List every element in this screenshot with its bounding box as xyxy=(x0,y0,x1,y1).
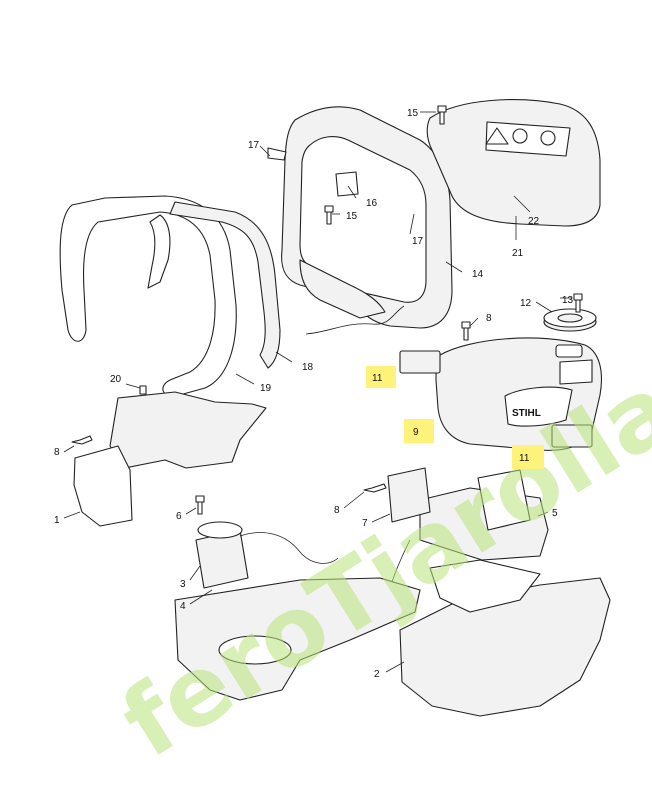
callout-13: 13 xyxy=(562,295,574,306)
callout-labels: 15 17 16 15 17 22 21 14 13 12 8 18 19 20… xyxy=(54,108,574,680)
stihl-decal: STIHL xyxy=(512,408,541,419)
left-support xyxy=(73,391,267,527)
callout-15: 15 xyxy=(346,211,358,222)
callout-1: 1 xyxy=(54,515,60,526)
callout-20: 20 xyxy=(110,374,122,385)
top-cover xyxy=(426,99,601,227)
callout-4: 4 xyxy=(180,601,186,612)
callout-2: 2 xyxy=(374,669,380,680)
front-handle xyxy=(59,195,281,397)
callout-16: 16 xyxy=(366,198,378,209)
motor-cover: STIHL xyxy=(435,337,603,451)
callout-18: 18 xyxy=(302,362,314,373)
callout-21: 21 xyxy=(512,248,524,259)
lower-housing xyxy=(399,559,611,717)
screws xyxy=(71,105,583,515)
callout-11: 11 xyxy=(372,373,383,384)
callout-14: 14 xyxy=(472,269,484,280)
pad-left xyxy=(399,350,441,374)
leader-lines xyxy=(63,111,572,673)
callout-5: 5 xyxy=(552,508,558,519)
callout-11-highlight xyxy=(366,366,396,388)
callout-6: 6 xyxy=(176,511,182,522)
callout-8: 8 xyxy=(334,505,340,516)
wiring xyxy=(239,305,411,583)
callout-8: 8 xyxy=(54,447,60,458)
gear-housing xyxy=(174,577,421,701)
callout-11: 11 xyxy=(519,453,530,464)
callout-3: 3 xyxy=(180,579,186,590)
circuit-board xyxy=(387,467,431,523)
rear-handle-frame xyxy=(281,106,453,329)
callout-9-highlight xyxy=(404,419,434,443)
callout-9: 9 xyxy=(413,427,419,438)
callout-17: 17 xyxy=(248,140,260,151)
callout-22: 22 xyxy=(528,216,540,227)
callout-15: 15 xyxy=(407,108,419,119)
callout-19: 19 xyxy=(260,383,272,394)
pad-right xyxy=(551,424,593,448)
callout-11-highlight xyxy=(512,445,544,469)
electronics-module xyxy=(419,469,549,561)
callout-7: 7 xyxy=(362,518,368,529)
callout-12: 12 xyxy=(520,298,532,309)
motor xyxy=(195,521,249,589)
plug xyxy=(555,344,583,358)
callout-17: 17 xyxy=(412,236,424,247)
callout-8: 8 xyxy=(486,313,492,324)
seal-ring xyxy=(543,308,597,332)
